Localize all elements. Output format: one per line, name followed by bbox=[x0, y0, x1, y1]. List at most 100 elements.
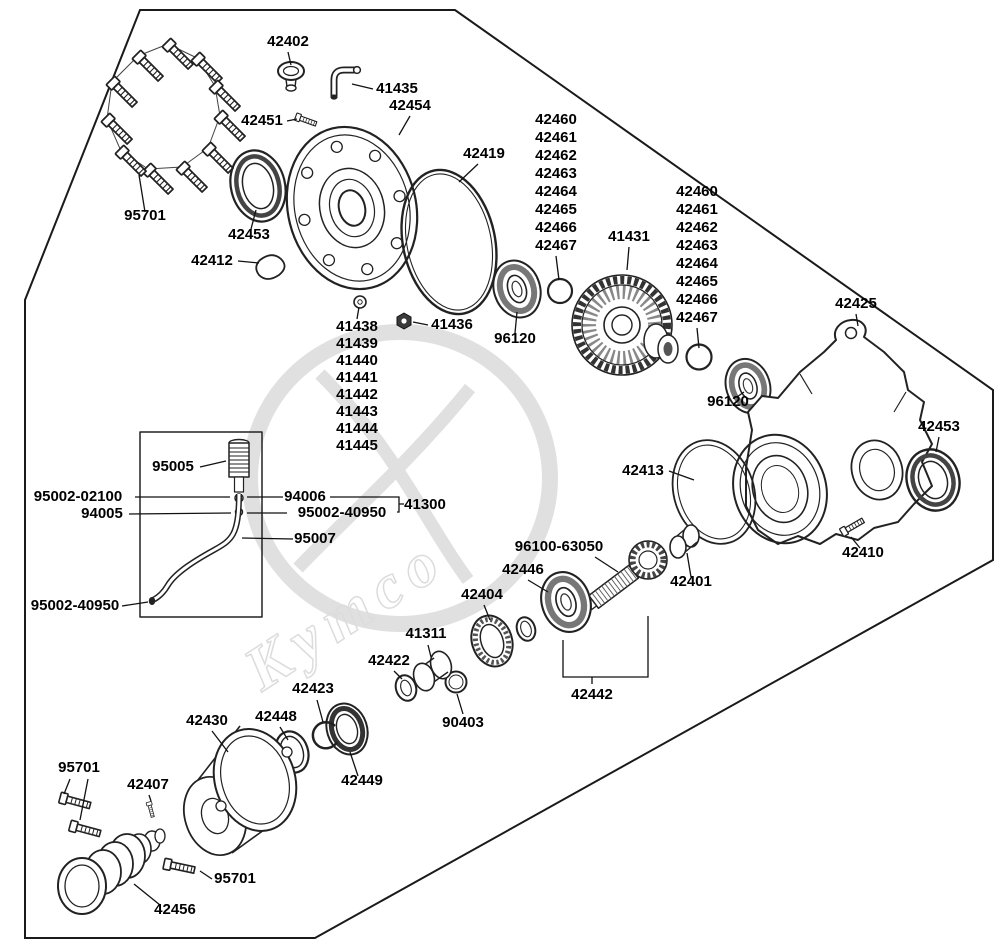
collar-41311 bbox=[412, 650, 453, 692]
part-labels: 42402 41435 42454 42451 42419 95701 4245… bbox=[31, 33, 960, 918]
final-gear-case-42425 bbox=[732, 318, 933, 545]
part-label: 41311 bbox=[406, 625, 447, 642]
part-label: 42464 bbox=[535, 183, 577, 200]
washer-42422 bbox=[394, 674, 418, 702]
o-ring-42467-right bbox=[685, 343, 713, 371]
part-label: 42467 bbox=[535, 237, 577, 254]
seal-42453-right bbox=[905, 448, 961, 512]
part-label: 95002-02100 bbox=[34, 488, 122, 505]
bolt-42451 bbox=[293, 112, 318, 129]
bolt-cluster-95701 bbox=[100, 37, 248, 197]
bolt-95701-mid bbox=[162, 857, 197, 877]
part-label: 95701 bbox=[124, 207, 166, 224]
part-label: 42463 bbox=[535, 165, 577, 182]
washer-41438 bbox=[353, 295, 367, 309]
bushing-42401 bbox=[669, 524, 700, 559]
part-label: 42466 bbox=[535, 219, 577, 236]
washer-shim bbox=[515, 616, 537, 642]
part-label: 42453 bbox=[918, 418, 960, 435]
part-label: 42446 bbox=[502, 561, 544, 578]
part-label: 42466 bbox=[676, 291, 718, 308]
part-label: 42410 bbox=[842, 544, 884, 561]
rubber-plug-42412 bbox=[255, 254, 286, 280]
part-label: 42465 bbox=[535, 201, 577, 218]
part-label: 42413 bbox=[622, 462, 664, 479]
part-label: 41431 bbox=[608, 228, 650, 245]
part-label: 42464 bbox=[676, 255, 718, 272]
part-label: 41442 bbox=[336, 386, 378, 403]
breather-hose-95007 bbox=[148, 493, 242, 605]
part-label: 42448 bbox=[255, 708, 297, 725]
part-label: 42453 bbox=[228, 226, 270, 243]
part-label: 96120 bbox=[494, 330, 536, 347]
leader-lines bbox=[63, 51, 940, 906]
part-label: 41441 bbox=[336, 369, 378, 386]
part-label: 42412 bbox=[191, 252, 233, 269]
part-label: 96100-63050 bbox=[515, 538, 603, 555]
gasket-42413 bbox=[671, 439, 757, 545]
part-label: 95002-40950 bbox=[298, 504, 386, 521]
part-label: 42462 bbox=[676, 219, 718, 236]
breather-assembly-box bbox=[139, 431, 263, 618]
part-label: 41444 bbox=[336, 420, 378, 437]
part-label: 42461 bbox=[535, 129, 577, 146]
part-label: 90403 bbox=[442, 714, 484, 731]
part-label: 42462 bbox=[535, 147, 577, 164]
part-label: 41438 bbox=[336, 318, 378, 335]
needle-bearing-42404 bbox=[470, 614, 514, 668]
seal-42453-left bbox=[229, 149, 287, 223]
o-ring-42467-left bbox=[546, 277, 574, 305]
part-label: 41443 bbox=[336, 403, 378, 420]
part-label: 41300 bbox=[404, 496, 446, 513]
part-label: 42407 bbox=[127, 776, 169, 793]
part-label: 41445 bbox=[336, 437, 378, 454]
breather-valve-95005 bbox=[228, 438, 250, 493]
part-label: 42467 bbox=[676, 309, 718, 326]
part-label: 41440 bbox=[336, 352, 378, 369]
cover-42454 bbox=[285, 125, 419, 291]
kymco-watermark: Kymco bbox=[231, 324, 558, 705]
diagram-border bbox=[24, 9, 994, 939]
coupling-42456 bbox=[57, 828, 166, 915]
part-label: 42402 bbox=[267, 33, 309, 50]
bracket-41300 bbox=[330, 496, 404, 513]
part-label: 95701 bbox=[58, 759, 100, 776]
part-label: 42456 bbox=[154, 901, 196, 918]
part-label: 42460 bbox=[535, 111, 577, 128]
breather-pipe-41435 bbox=[330, 65, 362, 100]
bearing-case-42430 bbox=[183, 725, 298, 857]
part-label: 42442 bbox=[571, 686, 613, 703]
part-label: 42454 bbox=[389, 97, 431, 114]
part-label: 42451 bbox=[241, 112, 283, 129]
pin-42407 bbox=[145, 800, 156, 819]
nut-41436 bbox=[396, 312, 412, 330]
part-label: 42419 bbox=[463, 145, 505, 162]
part-label: 95701 bbox=[214, 870, 256, 887]
part-label: 42460 bbox=[676, 183, 718, 200]
pinion-shaft-96100-63050 bbox=[585, 540, 668, 611]
part-label: 42463 bbox=[676, 237, 718, 254]
seal-42449 bbox=[325, 702, 369, 756]
snap-ring-42423 bbox=[311, 721, 339, 750]
part-label: 42449 bbox=[341, 772, 383, 789]
oil-fill-cap-42402 bbox=[277, 61, 305, 92]
part-label: 42401 bbox=[670, 573, 712, 590]
part-label: 41435 bbox=[376, 80, 418, 97]
part-label: 96120 bbox=[707, 393, 749, 410]
part-label: 94006 bbox=[284, 488, 326, 505]
part-label: 42465 bbox=[676, 273, 718, 290]
ring-gear-41431 bbox=[571, 274, 679, 376]
o-ring-90403 bbox=[444, 670, 468, 694]
part-label: 95007 bbox=[294, 530, 336, 547]
part-label: 41436 bbox=[431, 316, 473, 333]
part-label: 94005 bbox=[81, 505, 123, 522]
o-ring-42419 bbox=[400, 168, 498, 316]
part-label: 42422 bbox=[368, 652, 410, 669]
bracket-42442 bbox=[562, 616, 649, 684]
part-label: 95002-40950 bbox=[31, 597, 119, 614]
part-label: 42423 bbox=[292, 680, 334, 697]
part-label: 42404 bbox=[461, 586, 503, 603]
part-label: 42430 bbox=[186, 712, 228, 729]
